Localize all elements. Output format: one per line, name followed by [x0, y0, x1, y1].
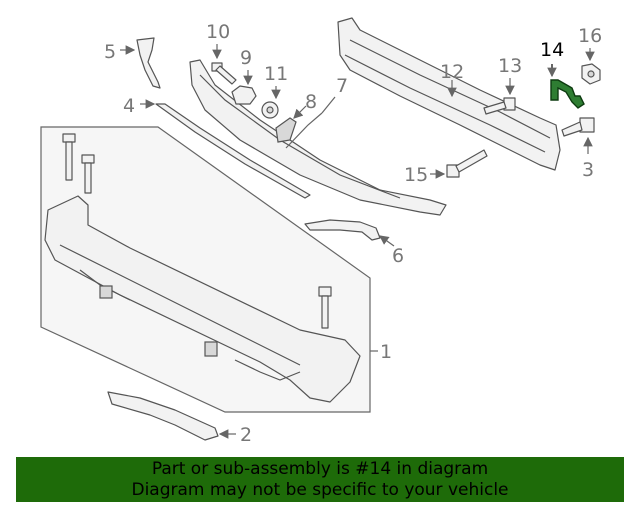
- part-16-group: 16: [578, 25, 602, 85]
- callout-3[interactable]: 3: [582, 159, 594, 181]
- bumper-slot: [99, 285, 113, 299]
- callout-13[interactable]: 13: [498, 55, 522, 77]
- bumper-slot: [204, 341, 218, 357]
- part-3-group: 3: [561, 117, 595, 181]
- bolt-icon: [62, 133, 76, 181]
- side-bracket[interactable]: [136, 37, 161, 89]
- part-9-group: 9: [231, 47, 257, 105]
- banner-line-1: Part or sub-assembly is #14 in diagram: [151, 459, 489, 479]
- callout-10[interactable]: 10: [206, 21, 230, 43]
- skid-plate[interactable]: [107, 391, 219, 441]
- bolt-icon: [483, 97, 516, 115]
- banner-line-2: Diagram may not be specific to your vehi…: [131, 480, 509, 500]
- part-2-group: 2: [107, 391, 252, 446]
- bumper-strip[interactable]: [155, 103, 311, 199]
- callout-1[interactable]: 1: [380, 341, 392, 363]
- part-11-group: 11: [261, 63, 288, 119]
- callout-16[interactable]: 16: [578, 25, 602, 47]
- end-bracket[interactable]: [304, 219, 381, 241]
- part-7-group: 7: [189, 59, 447, 216]
- part-6-group: 6: [304, 219, 404, 267]
- part-12-group: 12: [337, 17, 561, 171]
- bolt-icon: [561, 117, 595, 137]
- callout-9[interactable]: 9: [240, 47, 252, 69]
- bolt-icon: [211, 62, 237, 85]
- part-10-group: 10: [206, 21, 237, 85]
- highlighted-bracket[interactable]: [550, 79, 585, 109]
- callout-15[interactable]: 15: [404, 164, 428, 186]
- callout-4[interactable]: 4: [123, 95, 135, 117]
- bolt-icon: [318, 286, 332, 329]
- reinforcement-bar[interactable]: [337, 17, 561, 171]
- callout-7[interactable]: 7: [336, 75, 348, 97]
- callout-6[interactable]: 6: [392, 245, 404, 267]
- part-15-group: 15: [404, 149, 488, 186]
- part-5-group: 5: [104, 37, 161, 89]
- part-14-group: 14: [540, 39, 585, 109]
- retainer[interactable]: [231, 85, 257, 105]
- bolt-icon: [446, 149, 488, 178]
- part-13-group: 13: [483, 55, 522, 115]
- part-8-group: 8: [275, 91, 317, 143]
- info-banner: Part or sub-assembly is #14 in diagram D…: [16, 457, 624, 502]
- callout-12[interactable]: 12: [440, 61, 464, 83]
- bolt-icon: [81, 154, 95, 194]
- callout-5[interactable]: 5: [104, 41, 116, 63]
- callout-2[interactable]: 2: [240, 424, 252, 446]
- part-4-group: 4: [123, 95, 311, 199]
- part-1-group: 1: [40, 126, 392, 413]
- callout-14[interactable]: 14: [540, 39, 564, 61]
- mounting-clip[interactable]: [275, 117, 297, 143]
- callout-11[interactable]: 11: [264, 63, 288, 85]
- callout-8[interactable]: 8: [305, 91, 317, 113]
